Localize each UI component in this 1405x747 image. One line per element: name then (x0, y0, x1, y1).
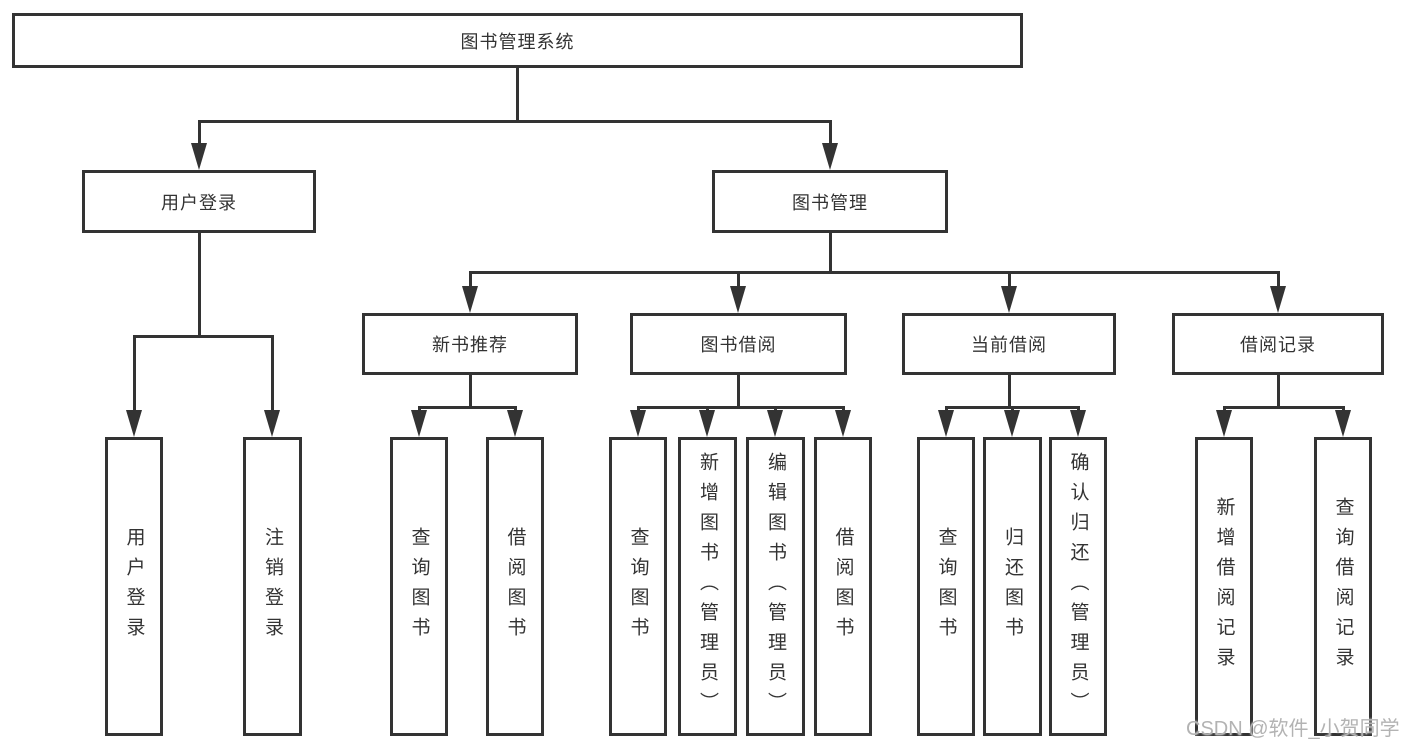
connector-line-v (945, 406, 948, 412)
arrowhead-down-icon (730, 286, 746, 313)
connector-line-v (1342, 406, 1345, 412)
arrowhead-down-icon (630, 410, 646, 437)
node-new-book-recommend: 新书推荐 (362, 313, 578, 375)
leaf-confirm-return-admin: 确认归还（管理员） (1049, 437, 1107, 736)
node-book-borrow: 图书借阅 (630, 313, 847, 375)
node-library-management-system: 图书管理系统 (12, 13, 1023, 68)
connector-line-v (1223, 406, 1226, 412)
leaf-borrow-book: 借阅图书 (814, 437, 872, 736)
leaf-add-borrow-record: 新增借阅记录 (1195, 437, 1253, 736)
leaf-query-books: 查询图书 (917, 437, 975, 736)
connector-line-v (637, 406, 640, 412)
arrowhead-down-icon (1270, 286, 1286, 313)
node-label: 图书借阅 (700, 335, 777, 355)
connector-line-v (1277, 375, 1280, 408)
leaf-borrow-book: 借阅图书 (486, 437, 544, 736)
leaf-label: 查询图书 (627, 526, 649, 647)
leaf-label: 借阅图书 (504, 526, 526, 647)
arrowhead-down-icon (507, 410, 523, 437)
leaf-query-borrow-record: 查询借阅记录 (1314, 437, 1372, 736)
connector-line-h (198, 120, 832, 123)
leaf-label: 归还图书 (1002, 526, 1023, 647)
connector-line-v (1077, 406, 1080, 412)
leaf-label: 新增借阅记录 (1213, 496, 1235, 677)
connector-line-v (198, 120, 201, 145)
arrowhead-down-icon (767, 410, 783, 437)
arrowhead-down-icon (1335, 410, 1351, 437)
connector-line-h (469, 271, 1280, 274)
connector-line-v (829, 120, 832, 145)
arrowhead-down-icon (1216, 410, 1232, 437)
arrowhead-down-icon (699, 410, 715, 437)
leaf-label: 查询图书 (935, 526, 957, 647)
arrowhead-down-icon (1070, 410, 1086, 437)
connector-line-v (271, 335, 274, 412)
connector-line-v (133, 335, 136, 412)
leaf-query-books: 查询图书 (390, 437, 448, 736)
connector-line-v (469, 375, 472, 408)
arrowhead-down-icon (822, 143, 838, 170)
connector-line-h (637, 406, 845, 409)
connector-line-v (737, 375, 740, 408)
leaf-add-book-admin: 新增图书（管理员） (678, 437, 737, 736)
leaf-label: 借阅图书 (832, 526, 854, 647)
arrowhead-down-icon (191, 143, 207, 170)
arrowhead-down-icon (264, 410, 280, 437)
connector-line-v (829, 233, 832, 274)
node-current-borrow: 当前借阅 (902, 313, 1116, 375)
connector-line-v (737, 271, 740, 288)
leaf-label: 查询借阅记录 (1332, 496, 1354, 677)
connector-line-h (1223, 406, 1345, 409)
connector-line-v (1008, 375, 1011, 408)
leaf-label: 查询图书 (408, 526, 430, 647)
node-label: 图书管理 (792, 192, 868, 213)
arrowhead-down-icon (938, 410, 954, 437)
connector-line-v (514, 406, 517, 412)
arrowhead-down-icon (126, 410, 142, 437)
node-label: 图书管理系统 (460, 31, 575, 52)
connector-line-v (706, 406, 709, 412)
leaf-return-book: 归还图书 (983, 437, 1042, 736)
arrowhead-down-icon (1001, 286, 1017, 313)
connector-line-v (516, 66, 519, 122)
node-label: 新书推荐 (432, 335, 508, 355)
leaf-label: 编辑图书（管理员） (765, 451, 786, 722)
node-label: 当前借阅 (971, 335, 1047, 355)
connector-line-v (842, 406, 845, 412)
connector-line-v (1008, 271, 1011, 288)
node-label: 借阅记录 (1240, 335, 1316, 355)
leaf-query-books: 查询图书 (609, 437, 667, 736)
connector-line-v (198, 233, 201, 337)
csdn-watermark: CSDN @软件_小贺同学 (1186, 718, 1400, 740)
connector-line-h (133, 335, 274, 338)
arrowhead-down-icon (1004, 410, 1020, 437)
connector-line-h (418, 406, 517, 409)
arrowhead-down-icon (835, 410, 851, 437)
connector-line-v (774, 406, 777, 412)
node-book-management: 图书管理 (712, 170, 948, 233)
leaf-logout: 注销登录 (243, 437, 302, 736)
node-user-login: 用户登录 (82, 170, 316, 233)
leaf-user-login: 用户登录 (105, 437, 163, 736)
leaf-edit-book-admin: 编辑图书（管理员） (746, 437, 805, 736)
arrowhead-down-icon (411, 410, 427, 437)
arrowhead-down-icon (462, 286, 478, 313)
connector-line-v (1277, 271, 1280, 288)
connector-line-v (418, 406, 421, 412)
connector-line-v (1011, 406, 1014, 412)
node-borrow-records: 借阅记录 (1172, 313, 1384, 375)
leaf-label: 用户登录 (123, 526, 145, 647)
leaf-label: 新增图书（管理员） (697, 451, 718, 722)
leaf-label: 确认归还（管理员） (1067, 451, 1089, 722)
leaf-label: 注销登录 (262, 526, 283, 647)
node-label: 用户登录 (161, 192, 237, 213)
connector-line-v (469, 271, 472, 288)
